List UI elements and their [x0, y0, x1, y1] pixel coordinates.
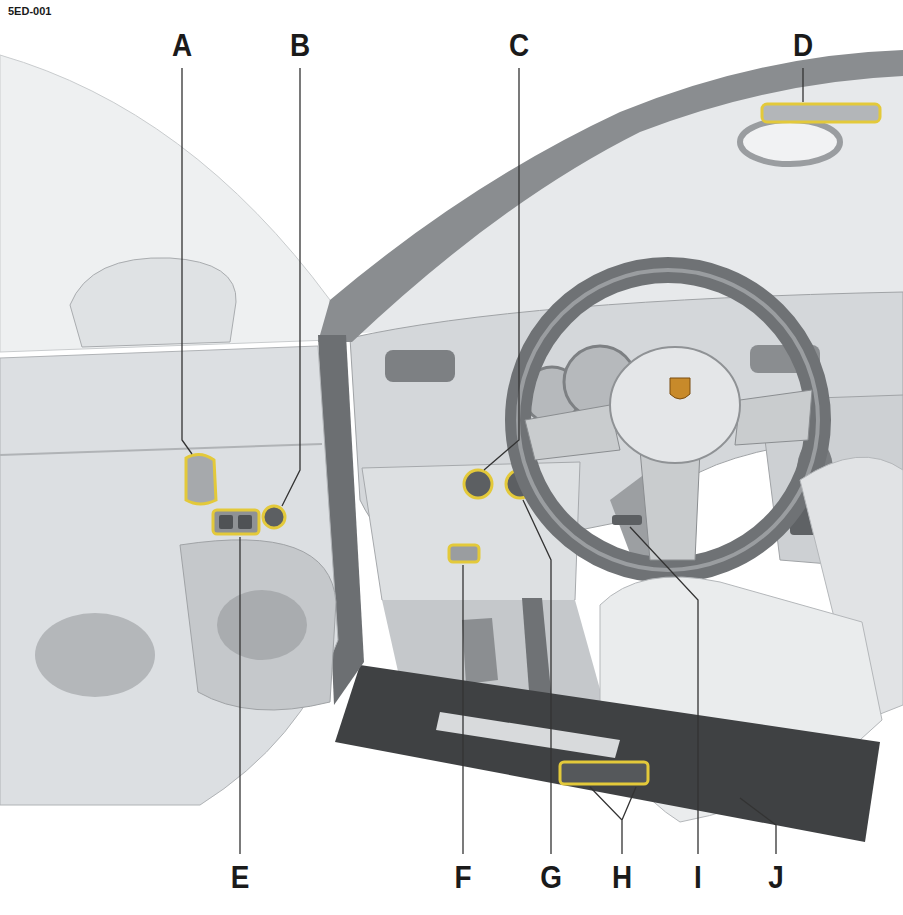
leader-line [282, 68, 300, 506]
leader-line [590, 787, 636, 854]
leader-line [630, 527, 698, 854]
callout-letter: H [612, 862, 632, 893]
door-sill [335, 665, 880, 842]
wheel-rim-highlight [518, 270, 818, 570]
rearview-mirror [740, 120, 840, 164]
leader-lines [182, 68, 803, 854]
door-panel [0, 346, 338, 805]
callout-letter: D [793, 30, 813, 61]
a-pillar [318, 50, 903, 342]
callout-letter: A [172, 30, 192, 61]
wheel-spoke [735, 390, 812, 445]
air-vent [385, 350, 455, 382]
speaker-grille [217, 590, 307, 660]
wheel-rim [518, 270, 818, 570]
switch [219, 515, 233, 529]
side-mirror [70, 258, 236, 347]
callout-letter: C [509, 30, 529, 61]
light-switch [464, 470, 492, 498]
leader-line [484, 68, 519, 470]
pedal [462, 618, 498, 684]
sill [335, 665, 880, 842]
door-window [0, 55, 330, 352]
trim-line [0, 444, 322, 455]
leader-line [182, 68, 192, 454]
figure-code: 5ED-001 [8, 6, 51, 17]
callout-letter: G [540, 862, 562, 893]
windshield [330, 58, 903, 335]
window-switches [213, 510, 259, 534]
callout-letter: F [454, 862, 471, 893]
steering-wheel [518, 270, 818, 580]
sill-buttons [560, 762, 648, 784]
leader-line [802, 68, 803, 102]
leader-line [523, 500, 551, 854]
leader-line [462, 565, 463, 854]
callout-letter: B [290, 30, 310, 61]
callout-letter: I [694, 862, 702, 893]
airbag-hub [610, 347, 740, 463]
crest [670, 378, 690, 399]
wheel-spoke [525, 405, 620, 460]
door-frame [318, 50, 903, 705]
column-lever [612, 515, 642, 525]
callout-letter: E [231, 862, 250, 893]
wheel-spoke [640, 450, 700, 560]
release-lever [449, 545, 479, 562]
mirror-knob [263, 506, 285, 528]
overhead-console [762, 104, 880, 122]
armrest [180, 540, 336, 710]
pedal [522, 598, 552, 704]
leader-line [740, 798, 776, 854]
door-handle [186, 454, 216, 504]
callout-letter: J [768, 862, 784, 893]
speaker-grille [35, 613, 155, 697]
leader-line [239, 537, 240, 854]
switch [238, 515, 252, 529]
door [0, 346, 338, 805]
